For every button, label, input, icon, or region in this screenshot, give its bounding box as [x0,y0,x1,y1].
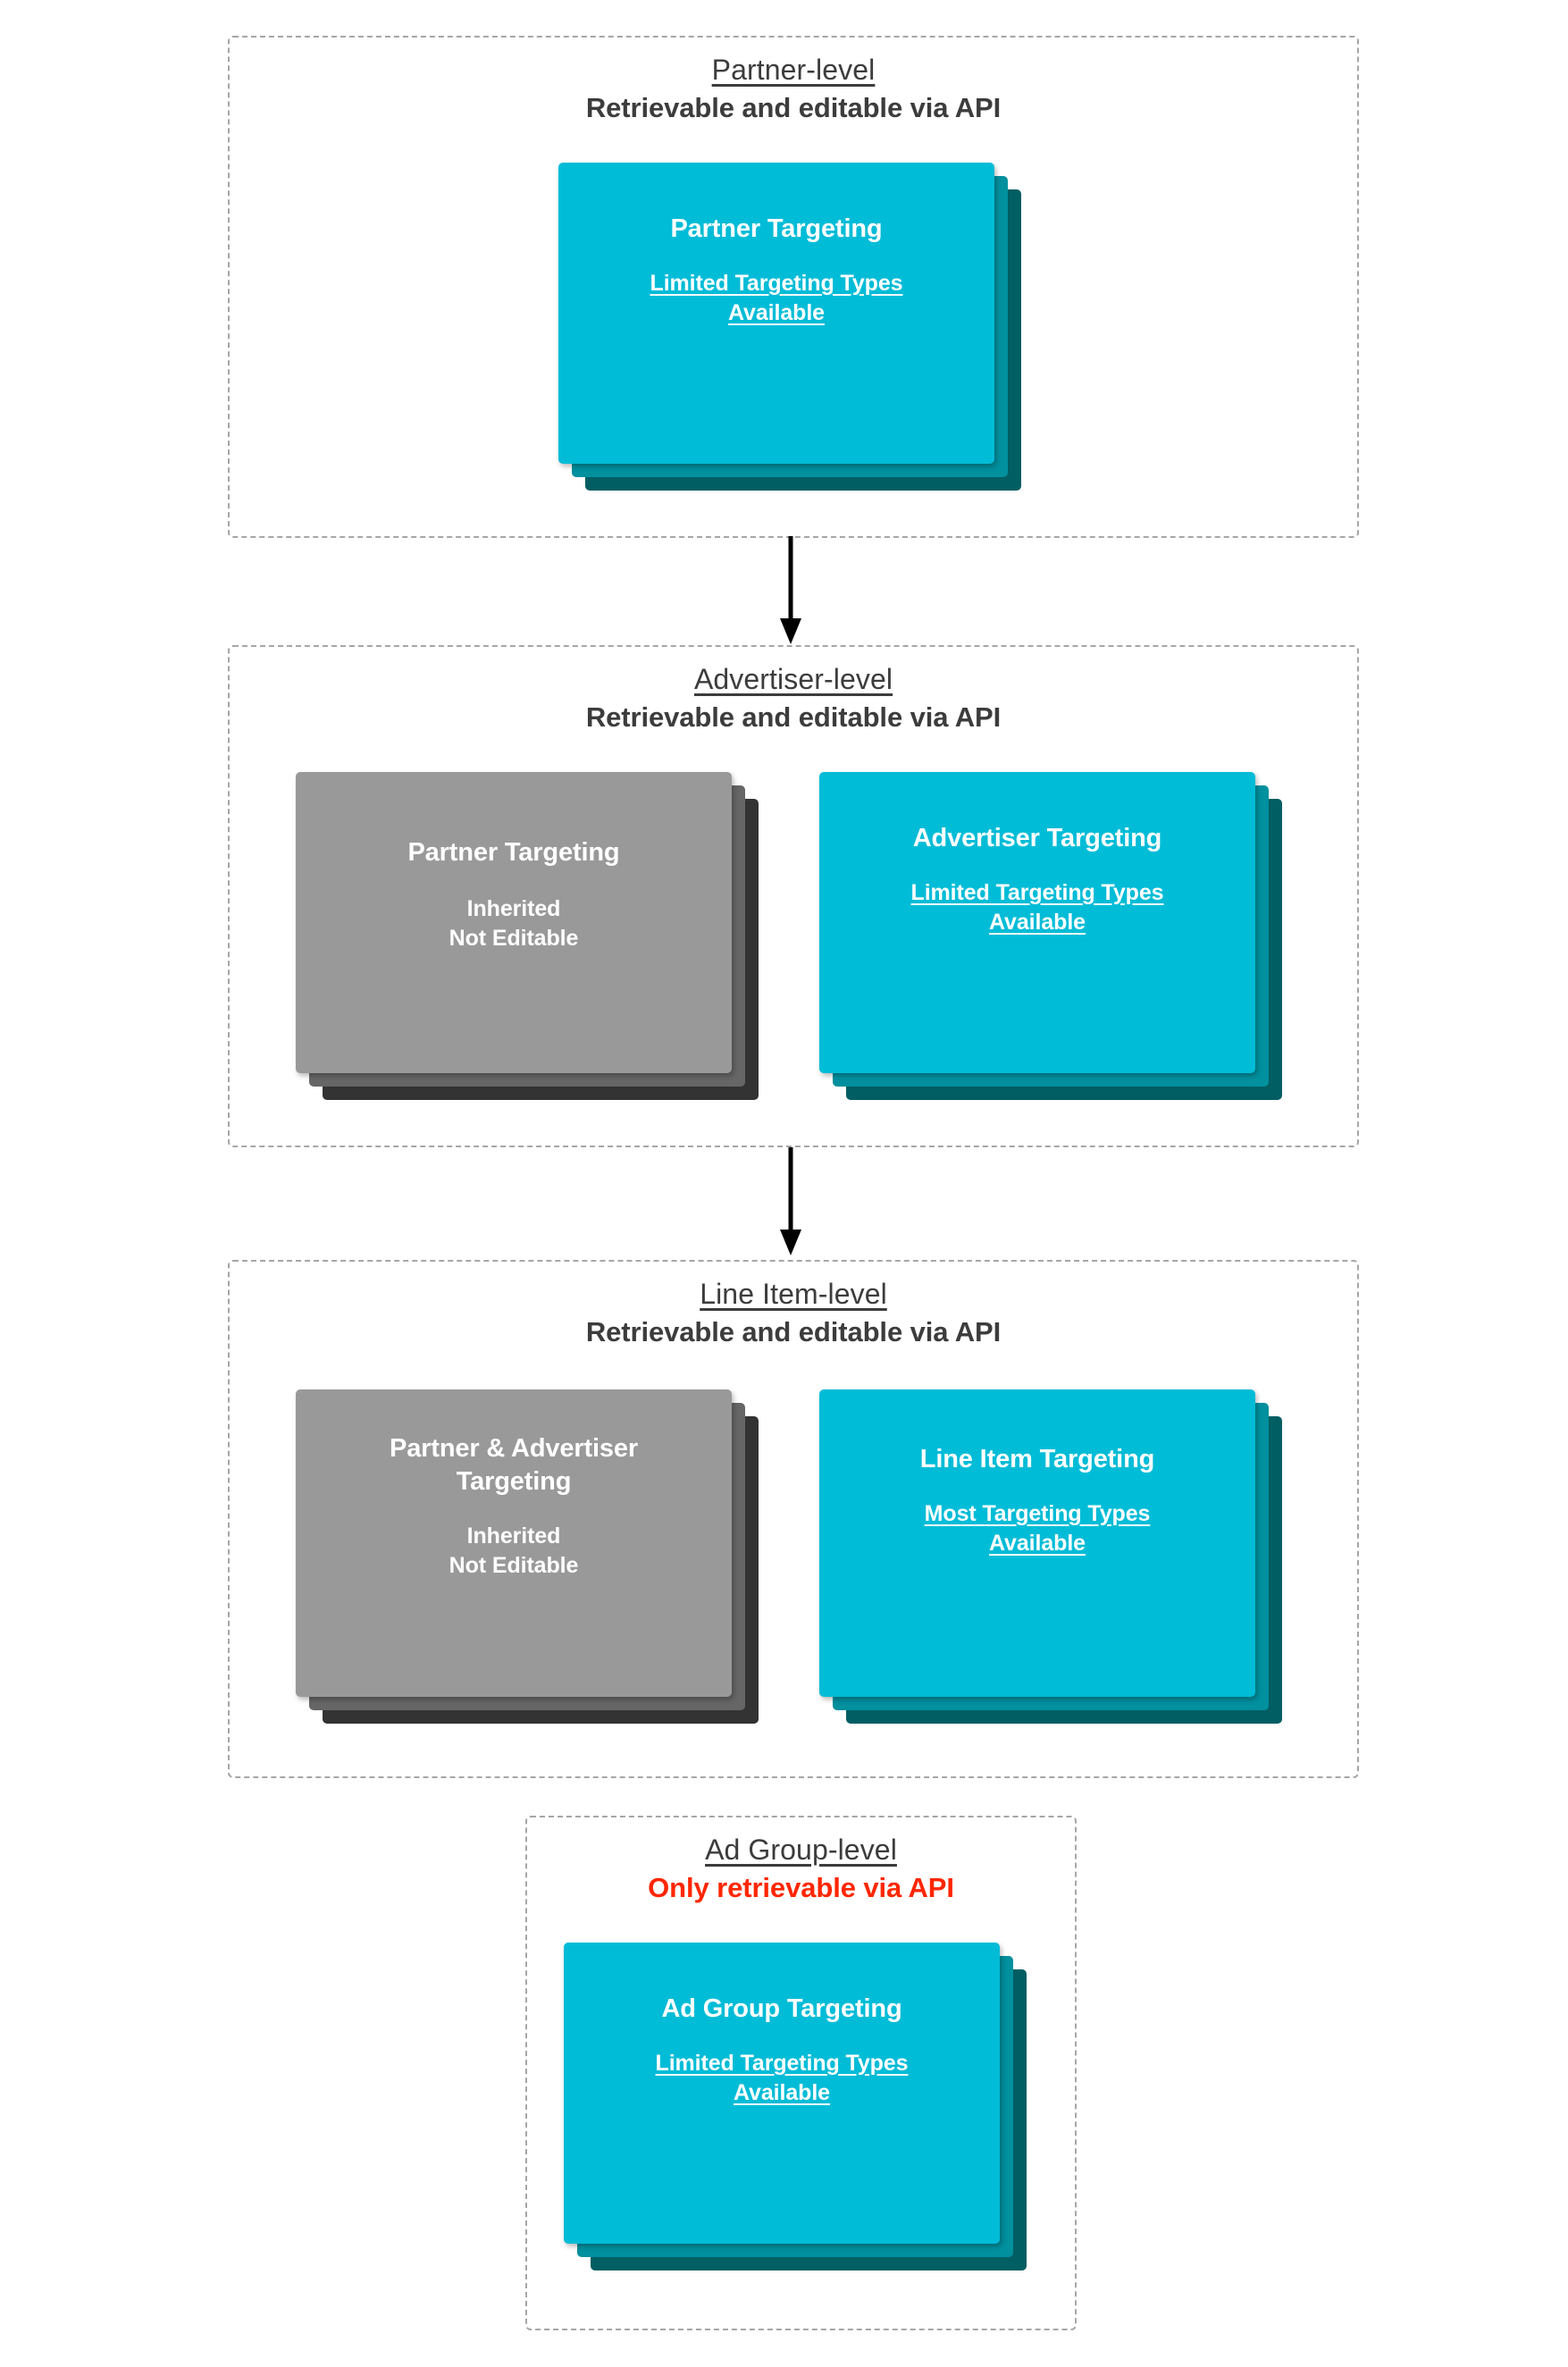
arrow-advertiser-to-line-item [780,1147,801,1255]
level-heading-advertiser: Advertiser-level Retrievable and editabl… [230,661,1357,736]
card-front-partner-targeting-inherited[interactable]: Partner Targeting Inherited Not Editable [296,772,732,1073]
level-box-line-item: Line Item-level Retrievable and editable… [228,1260,1359,1778]
card-title: Partner Targeting [407,838,620,867]
level-subtitle-ad-group: Only retrievable via API [648,1871,954,1903]
card-stack-partner-targeting-inherited[interactable]: Partner Targeting Inherited Not Editable [296,772,769,1100]
card-stack-line-item-targeting[interactable]: Line Item Targeting Most Targeting Types… [819,1389,1293,1724]
card-note: Limited Targeting Types Available [650,271,903,325]
card-note: Limited Targeting Types Available [910,880,1164,935]
card-note: Inherited Not Editable [449,896,579,951]
card-note: Limited Targeting Types Available [655,2051,909,2105]
card-stack-partner-advertiser-targeting-inherited[interactable]: Partner & Advertiser Targeting Inherited… [296,1389,769,1724]
level-subtitle-line-item: Retrievable and editable via API [585,1315,1002,1347]
level-heading-partner: Partner-level Retrievable and editable v… [230,52,1357,127]
card-title: Partner Targeting [670,214,883,243]
card-title: Partner & Advertiser Targeting [390,1434,638,1497]
card-stack-partner-targeting[interactable]: Partner Targeting Limited Targeting Type… [558,163,1032,491]
card-front-partner-advertiser-targeting[interactable]: Partner & Advertiser Targeting Inherited… [296,1389,732,1697]
card-front-advertiser-targeting[interactable]: Advertiser Targeting Limited Targeting T… [819,772,1255,1073]
card-title: Ad Group Targeting [661,1994,902,2023]
level-title-line-item: Line Item-level [700,1278,887,1310]
level-heading-line-item: Line Item-level Retrievable and editable… [230,1276,1357,1351]
level-box-ad-group: Ad Group-level Only retrievable via API … [525,1816,1077,2330]
card-title: Advertiser Targeting [912,824,1162,852]
card-note: Most Targeting Types Available [924,1501,1151,1556]
arrow-partner-to-advertiser [780,536,801,644]
level-subtitle-partner: Retrievable and editable via API [585,91,1002,123]
card-stack-ad-group-targeting[interactable]: Ad Group Targeting Limited Targeting Typ… [564,1943,1037,2270]
level-title-advertiser: Advertiser-level [693,663,893,695]
card-stack-advertiser-targeting[interactable]: Advertiser Targeting Limited Targeting T… [819,772,1293,1100]
card-note: Inherited Not Editable [449,1523,579,1578]
level-box-advertiser: Advertiser-level Retrievable and editabl… [228,645,1359,1147]
card-front-ad-group-targeting[interactable]: Ad Group Targeting Limited Targeting Typ… [564,1943,1000,2244]
card-front-partner-targeting[interactable]: Partner Targeting Limited Targeting Type… [558,163,994,464]
level-subtitle-advertiser: Retrievable and editable via API [585,701,1002,733]
level-title-ad-group: Ad Group-level [705,1834,897,1866]
level-title-partner: Partner-level [711,54,876,86]
level-heading-ad-group: Ad Group-level Only retrievable via API [527,1832,1075,1907]
card-title: Line Item Targeting [919,1445,1155,1473]
card-front-line-item-targeting[interactable]: Line Item Targeting Most Targeting Types… [819,1389,1255,1697]
level-box-partner: Partner-level Retrievable and editable v… [228,36,1359,538]
